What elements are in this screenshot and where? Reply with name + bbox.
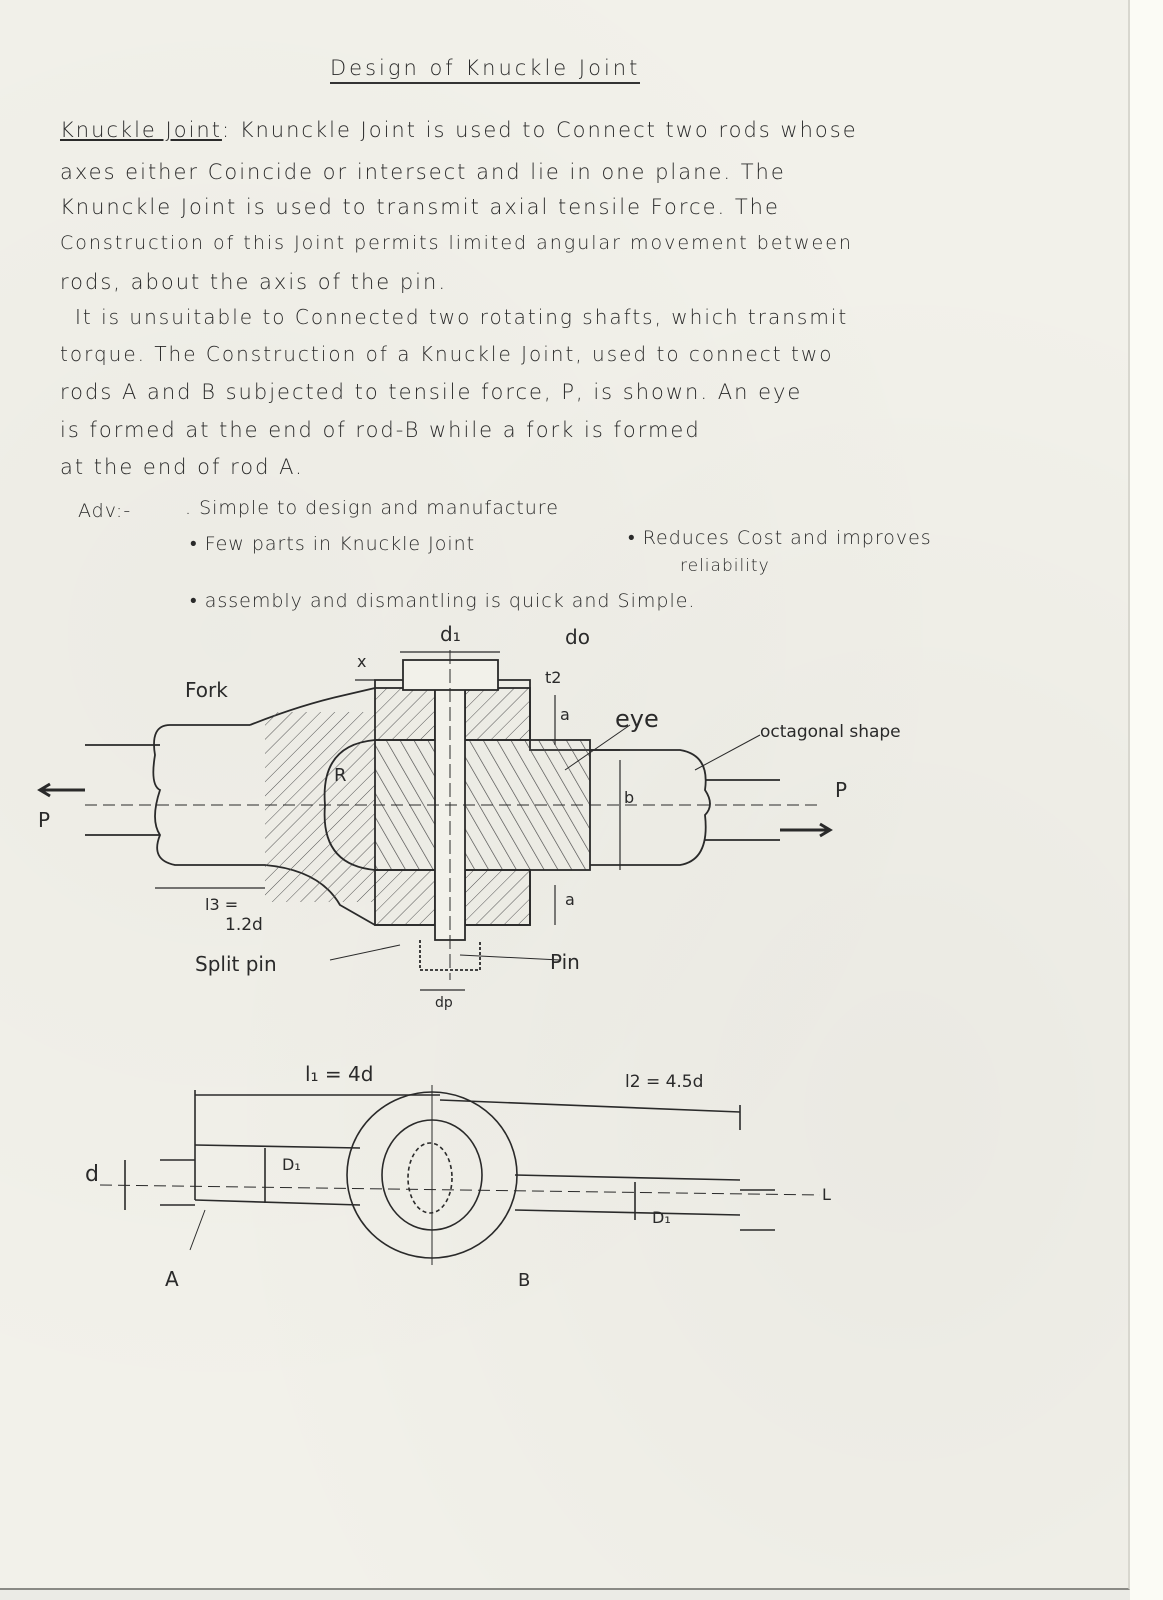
force-p-left-label: P: [38, 808, 51, 832]
dim-b-label: b: [624, 788, 635, 807]
paragraph-line-1: Knuckle Joint: Knunckle Joint is used to…: [60, 118, 858, 142]
rod-b-label: B: [518, 1270, 531, 1291]
dim-t2-label: t2: [545, 668, 562, 687]
dim-a-bottom-label: a: [565, 890, 575, 909]
page-edge: [1130, 0, 1163, 1600]
paragraph-line-2: axes either Coincide or intersect and li…: [60, 160, 786, 184]
advantage-item-1: . Simple to design and manufacture: [185, 497, 559, 519]
paragraph-line-5: rods, about the axis of the pin.: [60, 270, 447, 294]
dim-l3-label: l3 =: [205, 895, 239, 914]
paragraph-line-10: at the end of rod A.: [60, 455, 304, 479]
dim-D1-left-label: D₁: [282, 1155, 301, 1174]
dim-d1-label: d₁: [440, 622, 461, 646]
paragraph-line-8: rods A and B subjected to tensile force,…: [60, 380, 803, 404]
dim-D1-right-label: D₁: [652, 1208, 671, 1227]
eye-label: eye: [615, 705, 659, 733]
paragraph-line-9: is formed at the end of rod-B while a fo…: [60, 418, 701, 442]
dim-a-top-label: a: [560, 705, 570, 724]
paragraph-line-7: torque. The Construction of a Knuckle Jo…: [60, 342, 834, 366]
dim-l1-label: l₁ = 4d: [305, 1062, 374, 1086]
centerline-l-label: L: [822, 1185, 831, 1204]
page-title: Design of Knuckle Joint: [330, 56, 641, 84]
dim-l3-value: 1.2d: [225, 915, 263, 935]
dim-x-label: x: [357, 652, 367, 671]
radius-r-label: R: [334, 765, 347, 786]
octagonal-shape-label: octagonal shape: [760, 722, 901, 742]
advantages-label: Adv:-: [78, 500, 132, 522]
dim-do-label: do: [565, 625, 590, 649]
dim-l2-label: l2 = 4.5d: [625, 1072, 704, 1092]
split-pin-label: Split pin: [195, 952, 277, 976]
force-p-right-label: P: [835, 778, 848, 802]
rod-a-label: A: [165, 1267, 179, 1291]
advantage-item-3: • Reduces Cost and improves: [628, 527, 932, 549]
paragraph-line-3: Knunckle Joint is used to transmit axial…: [60, 195, 780, 219]
advantage-item-3-cont: reliability: [680, 556, 770, 576]
fork-label: Fork: [185, 678, 228, 702]
dim-dp-label: dp: [435, 995, 453, 1011]
dim-d-label: d: [85, 1162, 99, 1187]
advantage-item-4: • assembly and dismantling is quick and …: [190, 590, 696, 612]
paragraph-line-4: Construction of this Joint permits limit…: [60, 232, 853, 254]
pin-label: Pin: [550, 950, 580, 974]
advantage-item-2: • Few parts in Knuckle Joint: [190, 533, 476, 555]
definition-heading: Knuckle Joint: [60, 118, 222, 142]
paragraph-line-6: It is unsuitable to Connected two rotati…: [75, 305, 849, 329]
